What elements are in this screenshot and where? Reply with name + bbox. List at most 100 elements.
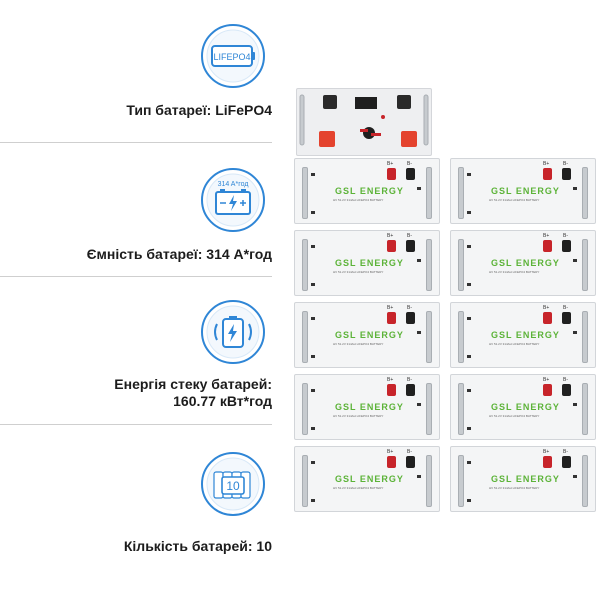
module-port: [311, 173, 315, 176]
module-port: [311, 389, 315, 392]
module-handle: [426, 167, 432, 219]
module-port: [573, 403, 577, 406]
battery-chemistry-icon-text: LIFEPO4: [213, 52, 250, 62]
terminal-negative-label: B-: [407, 377, 412, 383]
module-handle: [582, 239, 588, 291]
module-handle: [458, 383, 464, 435]
module-brand-label: GSL ENERGY: [335, 186, 404, 196]
positive-terminal-plug: [543, 312, 552, 324]
positive-terminal-plug: [543, 240, 552, 252]
module-port: [573, 187, 577, 190]
negative-terminal-plug: [406, 240, 415, 252]
module-port: [467, 245, 471, 248]
module-port: [311, 245, 315, 248]
module-handle: [582, 311, 588, 363]
positive-terminal-plug: [387, 456, 396, 468]
module-port: [417, 331, 421, 334]
spec-label-battery-capacity: Ємність батареї: 314 А*год: [86, 246, 272, 262]
negative-terminal-plug: [562, 456, 571, 468]
terminal-positive-label: B+: [387, 161, 394, 167]
terminal-negative-label: B-: [407, 449, 412, 455]
divider: [0, 276, 272, 277]
terminal-positive-label: B+: [543, 233, 550, 239]
module-port: [311, 355, 315, 358]
module-port: [417, 259, 421, 262]
spec-stack-energy: Енергія стеку батарей: 160.77 кВт*год: [0, 280, 290, 420]
module-brand-label: GSL ENERGY: [491, 258, 560, 268]
module-model-label: HV 51.2V 314AH LIFEPO4 BATTERY: [489, 486, 540, 490]
module-brand-label: GSL ENERGY: [335, 474, 404, 484]
module-handle: [426, 455, 432, 507]
battery-chemistry-icon: LIFEPO4: [199, 22, 267, 90]
module-port: [467, 317, 471, 320]
battery-capacity-icon-text: 314 A*год: [218, 181, 249, 188]
battery-count-icon: 10: [199, 450, 267, 518]
terminal-negative-label: B-: [563, 305, 568, 311]
spec-label-battery-type: Тип батареї: LiFePO4: [126, 102, 272, 118]
positive-terminal-plug: [543, 384, 552, 396]
module-handle: [426, 383, 432, 435]
spec-label-stack-energy-line1: Енергія стеку батарей:: [114, 376, 272, 392]
module-port: [467, 427, 471, 430]
module-brand-label: GSL ENERGY: [335, 402, 404, 412]
module-port: [573, 475, 577, 478]
module-port: [311, 461, 315, 464]
module-model-label: HV 51.2V 314AH LIFEPO4 BATTERY: [333, 270, 384, 274]
module-handle: [426, 239, 432, 291]
positive-terminal-plug: [387, 168, 396, 180]
divider: [0, 424, 272, 425]
negative-terminal-plug: [562, 384, 571, 396]
module-handle: [302, 455, 308, 507]
battery-stack-image: B+ B- GSL ENERGY HV 51.2V 314AH LIFEPO4 BAT…: [290, 0, 600, 600]
module-model-label: HV 51.2V 314AH LIFEPO4 BATTERY: [333, 342, 384, 346]
terminal-positive-label: B+: [543, 449, 550, 455]
terminal-positive-label: B+: [387, 233, 394, 239]
module-model-label: HV 51.2V 314AH LIFEPO4 BATTERY: [489, 414, 540, 418]
module-handle: [426, 311, 432, 363]
terminal-positive-label: B+: [543, 305, 550, 311]
negative-terminal-plug: [406, 312, 415, 324]
negative-terminal-plug: [406, 456, 415, 468]
module-brand-label: GSL ENERGY: [491, 186, 560, 196]
module-port: [311, 283, 315, 286]
module-port: [311, 427, 315, 430]
module-port: [467, 389, 471, 392]
module-handle: [302, 239, 308, 291]
module-handle: [302, 311, 308, 363]
module-model-label: HV 51.2V 314AH LIFEPO4 BATTERY: [333, 198, 384, 202]
terminal-positive-label: B+: [387, 305, 394, 311]
divider: [0, 142, 272, 143]
spec-label-stack-energy: Енергія стеку батарей: 160.77 кВт*год: [114, 376, 272, 410]
terminal-negative-label: B-: [407, 305, 412, 311]
negative-terminal-plug: [562, 168, 571, 180]
module-handle: [458, 311, 464, 363]
module-port: [417, 403, 421, 406]
module-port: [417, 475, 421, 478]
module-handle: [458, 239, 464, 291]
terminal-negative-label: B-: [563, 161, 568, 167]
module-brand-label: GSL ENERGY: [335, 258, 404, 268]
negative-terminal-plug: [406, 384, 415, 396]
module-port: [311, 317, 315, 320]
negative-terminal-plug: [406, 168, 415, 180]
module-port: [467, 283, 471, 286]
positive-terminal-plug: [543, 168, 552, 180]
module-port: [311, 211, 315, 214]
module-port: [311, 499, 315, 502]
module-handle: [582, 383, 588, 435]
spec-label-battery-count: Кількість батарей: 10: [123, 538, 272, 554]
module-handle: [582, 455, 588, 507]
terminal-positive-label: B+: [387, 377, 394, 383]
spec-battery-type: LIFEPO4 Тип батареї: LiFePO4: [0, 0, 290, 140]
module-model-label: HV 51.2V 314AH LIFEPO4 BATTERY: [489, 342, 540, 346]
terminal-positive-label: B+: [387, 449, 394, 455]
battery-capacity-icon: 314 A*год: [199, 166, 267, 234]
specs-panel: LIFEPO4 Тип батареї: LiFePO4 314 A*год Є…: [0, 0, 290, 600]
